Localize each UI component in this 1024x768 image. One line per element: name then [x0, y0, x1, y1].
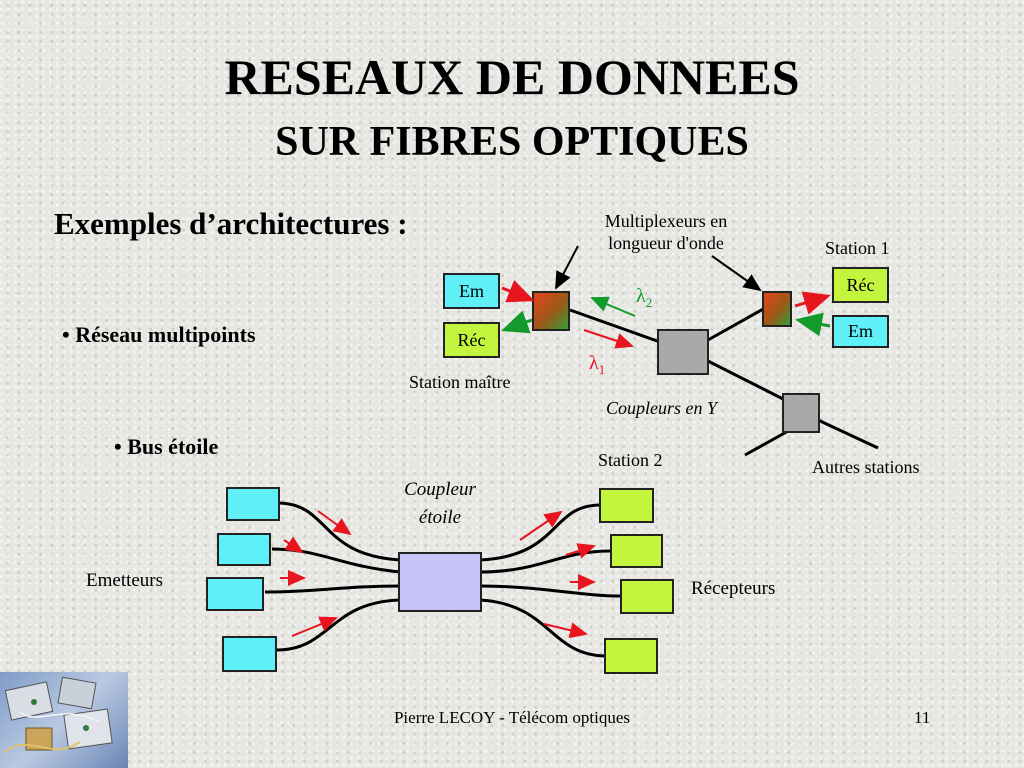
lambda2-subscript: 2 [645, 295, 653, 310]
mux-master [532, 291, 570, 331]
mux-label-line1: Multiplexeurs en [604, 211, 728, 231]
y-coupler-2 [782, 393, 820, 433]
bullet-star: • Bus étoile [114, 434, 218, 460]
station1-receiver-box: Réc [832, 267, 889, 303]
receiver-box-4 [604, 638, 658, 674]
star-coupler-label-line2: étoile [418, 507, 462, 528]
other-stations-label: Autres stations [812, 457, 920, 477]
arrow-lambda1 [583, 329, 634, 349]
emitter-box-1 [226, 487, 280, 521]
page-subtitle: SUR FIBRES OPTIQUES [275, 119, 749, 165]
components-photo [0, 672, 128, 768]
arrow-label-mux-master [555, 245, 579, 290]
bullet-dot: • [62, 322, 76, 347]
y-couplers-label: Coupleurs en Y [606, 398, 718, 418]
emitter-box-3 [206, 577, 264, 611]
fiber-rec2 [479, 549, 611, 574]
mux-station1 [762, 291, 792, 327]
fiber-station2 [744, 428, 791, 457]
footer-author: Pierre LECOY - Télécom optiques [393, 708, 631, 727]
lambda2-symbol: λ [636, 285, 646, 307]
master-receiver-box: Réc [443, 322, 500, 358]
arrow-label-mux-station1 [711, 255, 762, 292]
emitter-box-2 [217, 533, 271, 566]
fiber-rec1 [479, 503, 600, 562]
master-emitter-label: Em [459, 281, 484, 301]
arrow-star-in-2 [283, 536, 304, 554]
receiver-box-2 [610, 534, 663, 568]
fiber-coupler-coupler2 [705, 358, 786, 402]
components-photo-graphic [3, 676, 113, 753]
arrow-em-to-mux [501, 279, 535, 303]
arrow-star-out-1 [519, 510, 563, 541]
section-heading: Exemples d’architectures : [54, 206, 408, 241]
fiber-em1 [279, 501, 401, 562]
star-coupler [398, 552, 482, 612]
master-receiver-label: Réc [457, 330, 486, 350]
emitter-box-4 [222, 636, 277, 672]
arrow-lambda2 [590, 296, 636, 317]
station2-label: Station 2 [598, 450, 663, 470]
bullet-star-label: Bus étoile [127, 434, 219, 459]
mux-label: Multiplexeurs en longueur d'onde [560, 210, 772, 254]
station1-emitter-box: Em [832, 315, 889, 348]
arrow-star-in-4 [291, 616, 338, 637]
bullet-dot: • [114, 434, 128, 459]
fiber-master-coupler [569, 308, 661, 344]
arrow-em-to-mux1 [795, 312, 831, 337]
fiber-em3 [264, 584, 401, 594]
bullet-multipoint: • Réseau multipoints [62, 322, 256, 348]
multipoint-fibres [569, 306, 879, 457]
page-title: RESEAUX DE DONNEES [224, 49, 800, 105]
fiber-rec3 [479, 584, 621, 598]
arrow-star-out-2 [565, 543, 596, 559]
lambda1-label: λ1 [589, 352, 605, 378]
fiber-rec4 [479, 598, 606, 658]
lambda1-symbol: λ [589, 352, 599, 374]
fiber-em2 [271, 547, 401, 574]
emitters-label: Emetteurs [86, 570, 164, 591]
y-coupler-1 [657, 329, 709, 375]
star-coupler-label-line1: Coupleur [404, 479, 476, 500]
arrow-star-in-1 [317, 510, 352, 536]
bullet-multipoint-label: Réseau multipoints [75, 322, 256, 347]
station1-emitter-label: Em [848, 321, 873, 341]
fiber-em4 [276, 598, 401, 652]
arrow-star-out-4 [543, 622, 588, 639]
mux-label-line2: longueur d'onde [608, 233, 724, 253]
lambda2-label: λ2 [636, 285, 652, 311]
receiver-box-3 [620, 579, 674, 614]
receiver-box-1 [599, 488, 654, 523]
arrow-mux1-to-rec [794, 291, 831, 315]
receivers-label: Récepteurs [691, 578, 776, 599]
fiber-other-stations [817, 418, 879, 450]
station1-receiver-label: Réc [846, 275, 875, 295]
fiber-coupler-station1 [707, 306, 766, 342]
arrow-mux-to-rec [501, 310, 533, 334]
station1-label: Station 1 [825, 238, 890, 258]
star-coupler-label: Coupleur étoile [388, 476, 492, 532]
lambda1-subscript: 1 [598, 362, 606, 377]
master-station-label: Station maître [409, 372, 511, 392]
page-number: 11 [914, 708, 931, 727]
master-emitter-box: Em [443, 273, 500, 309]
